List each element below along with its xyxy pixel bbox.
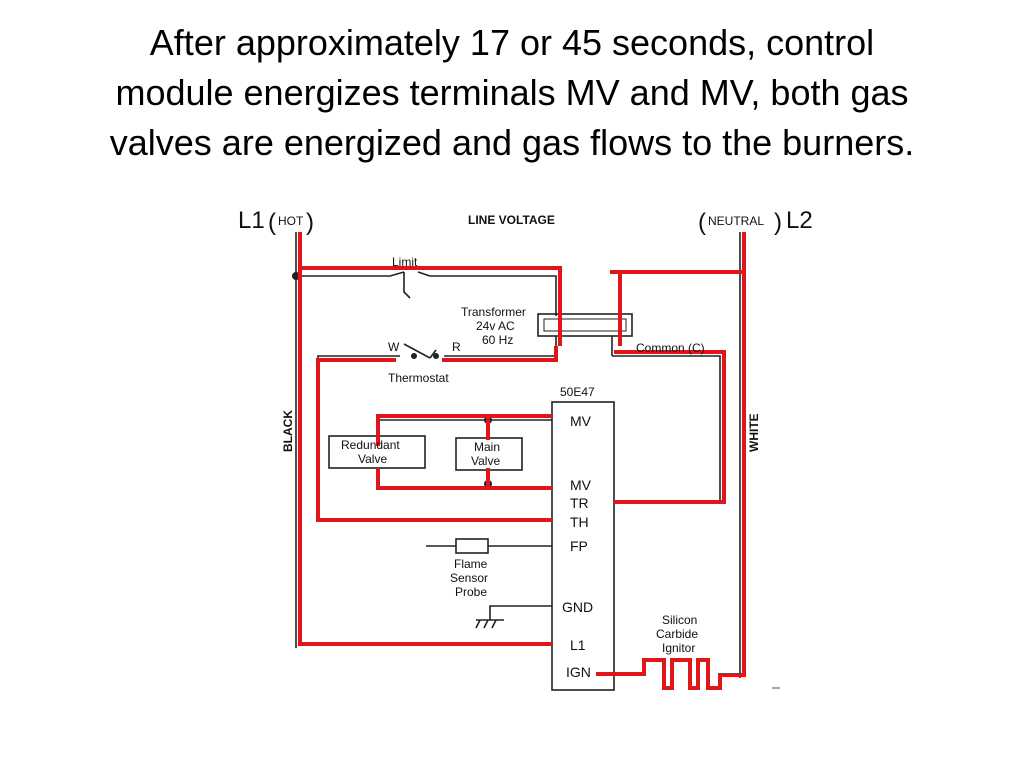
limit-switch (389, 271, 431, 299)
neutral-label: NEUTRAL (708, 214, 764, 228)
transformer-line-2: 24v AC (476, 319, 515, 333)
thermostat-label: Thermostat (388, 371, 449, 385)
title-line-2: module energizes terminals MV and MV, bo… (115, 72, 909, 113)
redundant-valve-line-1: Redundant (341, 438, 400, 452)
transformer-core-inner (543, 318, 627, 332)
main-valve-line-2: Valve (471, 454, 500, 468)
common-wire (600, 355, 721, 503)
white-wire-label: WHITE (747, 413, 761, 452)
l1-label: L1 (238, 207, 265, 234)
neutral-paren-open: ( (698, 209, 706, 236)
thermostat-switch (403, 343, 437, 359)
l2-label: L2 (786, 207, 813, 234)
line-voltage-label: LINE VOLTAGE (468, 213, 555, 227)
ground-wire (489, 605, 552, 620)
terminal-mv-1: MV (570, 413, 592, 429)
flame-sensor-line-3: Probe (455, 585, 487, 599)
black-wire-label: BLACK (281, 410, 295, 452)
common-label: Common (C) (636, 341, 705, 355)
transformer-line-1: Transformer (461, 305, 526, 319)
terminal-ign: IGN (566, 664, 591, 680)
flame-sensor-line-1: Flame (454, 557, 488, 571)
energized-common-to-tr (614, 350, 726, 504)
flame-sensor-probe (455, 538, 489, 554)
title-line-1: After approximately 17 or 45 seconds, co… (149, 22, 875, 63)
terminal-tr: TR (570, 495, 589, 511)
control-module-box (551, 401, 615, 691)
terminal-th: TH (570, 514, 589, 530)
terminal-fp: FP (570, 538, 588, 554)
limit-wire-right (430, 275, 557, 316)
ground-symbol (475, 619, 504, 629)
hot-paren-open: ( (268, 209, 276, 236)
terminal-l1: L1 (570, 637, 586, 653)
transformer-line-3: 60 Hz (482, 333, 513, 347)
energized-l1-to-module (298, 268, 552, 646)
terminal-gnd: GND (562, 599, 593, 615)
thermostat-contact-w (411, 353, 417, 359)
energized-mv1-to-valves (376, 414, 552, 446)
main-valve-line-1: Main (474, 440, 500, 454)
hot-label: HOT (278, 214, 304, 228)
thermostat-r-label: R (452, 340, 461, 354)
title-line-3: valves are energized and gas flows to th… (109, 122, 915, 163)
line-art (292, 232, 780, 691)
transformer-core (537, 313, 633, 337)
energized-valves-to-mv2 (376, 468, 552, 490)
energized-l1-to-transformer (298, 232, 562, 346)
hot-paren-close: ) (306, 209, 314, 236)
terminal-mv-2: MV (570, 477, 592, 493)
module-label: 50E47 (560, 385, 595, 399)
ignitor-element (596, 658, 720, 690)
energized-l2-to-ignitor (718, 272, 746, 690)
energized-wires (298, 232, 746, 690)
limit-label: Limit (392, 255, 418, 269)
thermostat-w-label: W (388, 340, 400, 354)
energized-thermostat-to-th (316, 358, 552, 522)
energized-transformer-to-thermostat (442, 346, 558, 362)
slide-title: After approximately 17 or 45 seconds, co… (20, 18, 1004, 168)
ignitor-line-3: Ignitor (662, 641, 695, 655)
energized-l2-top (610, 232, 746, 274)
diagram-labels: L1 ( HOT ) LINE VOLTAGE ( NEUTRAL ) L2 L… (238, 207, 813, 680)
ignitor-line-2: Carbide (656, 627, 698, 641)
ignitor-line-1: Silicon (662, 613, 697, 627)
neutral-paren-close: ) (774, 209, 782, 236)
redundant-valve-line-2: Valve (358, 452, 387, 466)
thermostat-contact-r (433, 353, 439, 359)
flame-sensor-line-2: Sensor (450, 571, 488, 585)
